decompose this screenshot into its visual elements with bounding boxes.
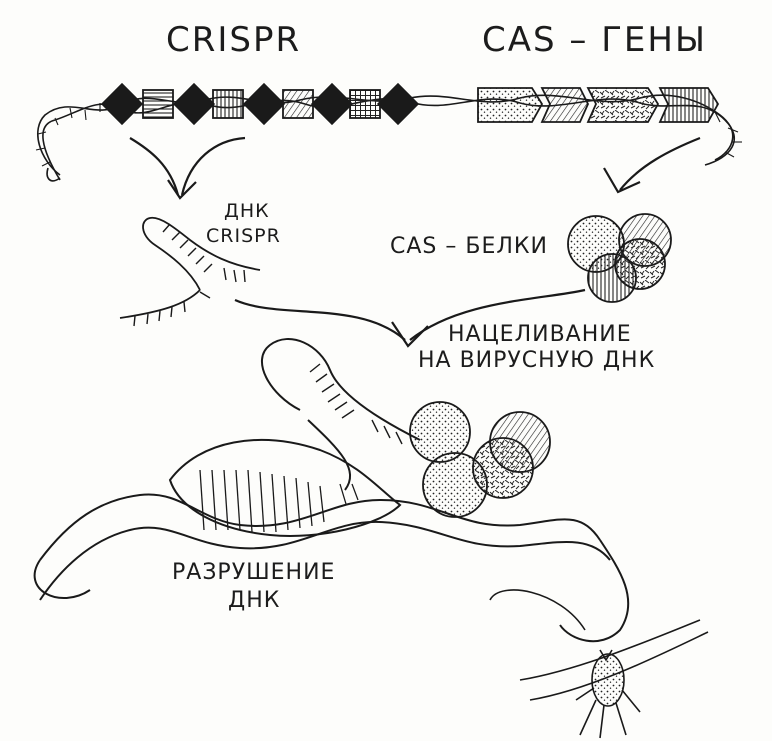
cas-genes-title: CAS – ГЕНЫ [482,20,707,60]
targeting-label-line1: НАЦЕЛИВАНИЕ [448,322,632,347]
destruction-label-line2: ДНК [228,588,281,613]
destruction-label-line1: РАЗРУШЕНИЕ [172,560,336,585]
cas-gene-1 [477,87,544,123]
bacteriophage-icon [489,589,709,739]
crispr-dna-label-line2: CRISPR [206,225,281,247]
repeat-diamond-1 [100,82,144,126]
cas-proteins-top [567,213,672,303]
cas-proteins-label: CAS – БЕЛКИ [390,234,548,259]
targeting-label-line2: НА ВИРУСНУЮ ДНК [418,348,656,373]
repeat-diamond-5 [376,82,420,126]
arrows-top [129,136,701,200]
cas-gene-2 [540,87,589,123]
cas-gene-arrows [477,87,720,123]
cas-gene-4 [658,87,720,123]
crispr-title: CRISPR [166,20,302,60]
spacer-square-3 [282,89,314,119]
crispr-array [100,82,420,126]
cas-gene-3 [586,87,660,123]
arrow-converge [234,288,586,348]
targeting-complex [33,338,630,643]
crispr-dna-label-line1: ДНК [224,200,270,222]
spacer-square-4 [349,89,381,119]
repeat-diamond-4 [310,82,354,126]
cas-proteins-lower [409,401,551,518]
spacer-square-1 [142,89,174,119]
repeat-diamond-2 [172,82,216,126]
crispr-rna-hairpin [119,216,261,327]
spacer-square-2 [212,89,244,119]
repeat-diamond-3 [242,82,286,126]
